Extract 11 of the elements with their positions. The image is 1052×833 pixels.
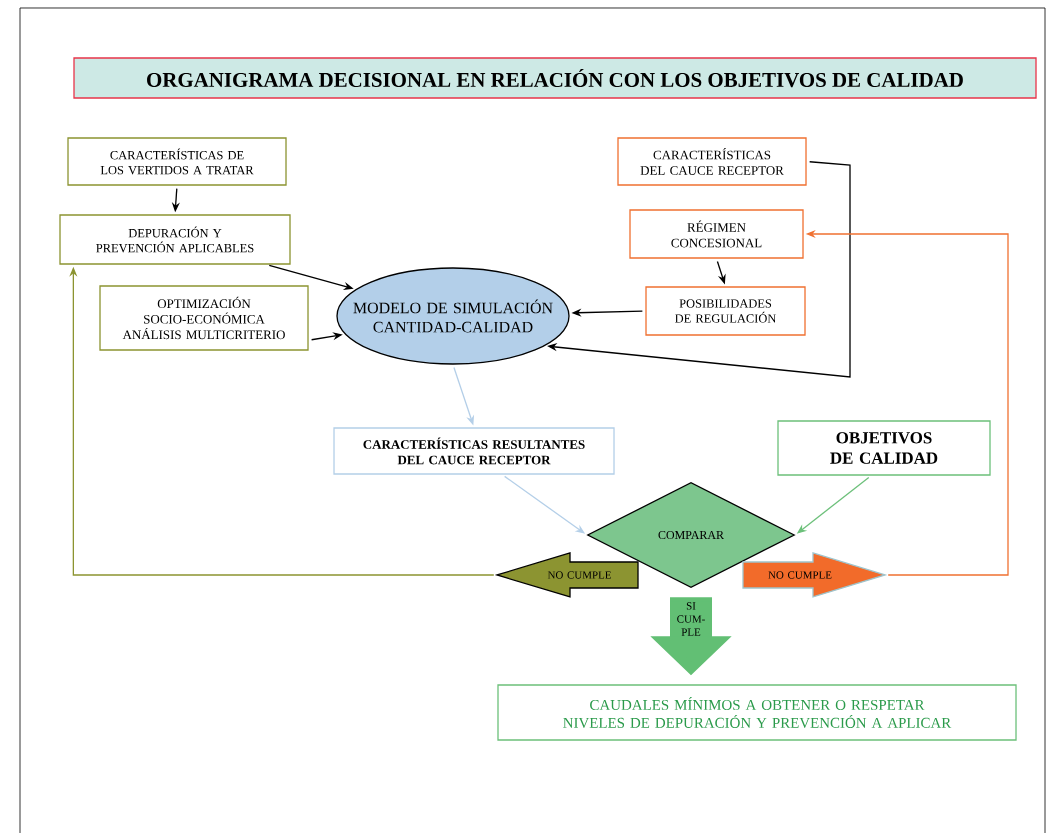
process-box: POSIBILIDADES DE REGULACIÓN	[645, 286, 806, 336]
result-box: CAUDALES MÍNIMOS A OBTENER O RESPETAR NIVELES DE DEPURACIÓN Y PREVENCIÓN A APLICAR	[497, 684, 1017, 741]
process-box: OPTIMIZACIÓN SOCIO-ECONÓMICA ANÁLISIS MULTICRITERIO	[99, 285, 309, 351]
objective-box: OBJETIVOS DE CALIDAD	[777, 420, 991, 476]
process-box: DEPURACIÓN Y PREVENCIÓN APLICABLES	[59, 214, 291, 265]
process-box: CARACTERÍSTICAS DEL CAUCE RECEPTOR	[617, 137, 807, 186]
title-banner: ORGANIGRAMA DECISIONAL EN RELACIÓN CON LOS OBJETIVOS DE CALIDAD	[73, 57, 1037, 99]
process-box: RÉGIMEN CONCESIONAL	[629, 209, 804, 259]
edge-label: SI CUM- PLE	[670, 601, 712, 637]
process-box: CARACTERÍSTICAS DE LOS VERTIDOS A TRATAR	[67, 137, 287, 186]
result-box: CARACTERÍSTICAS RESULTANTES DEL CAUCE RECEPTOR	[333, 427, 615, 475]
